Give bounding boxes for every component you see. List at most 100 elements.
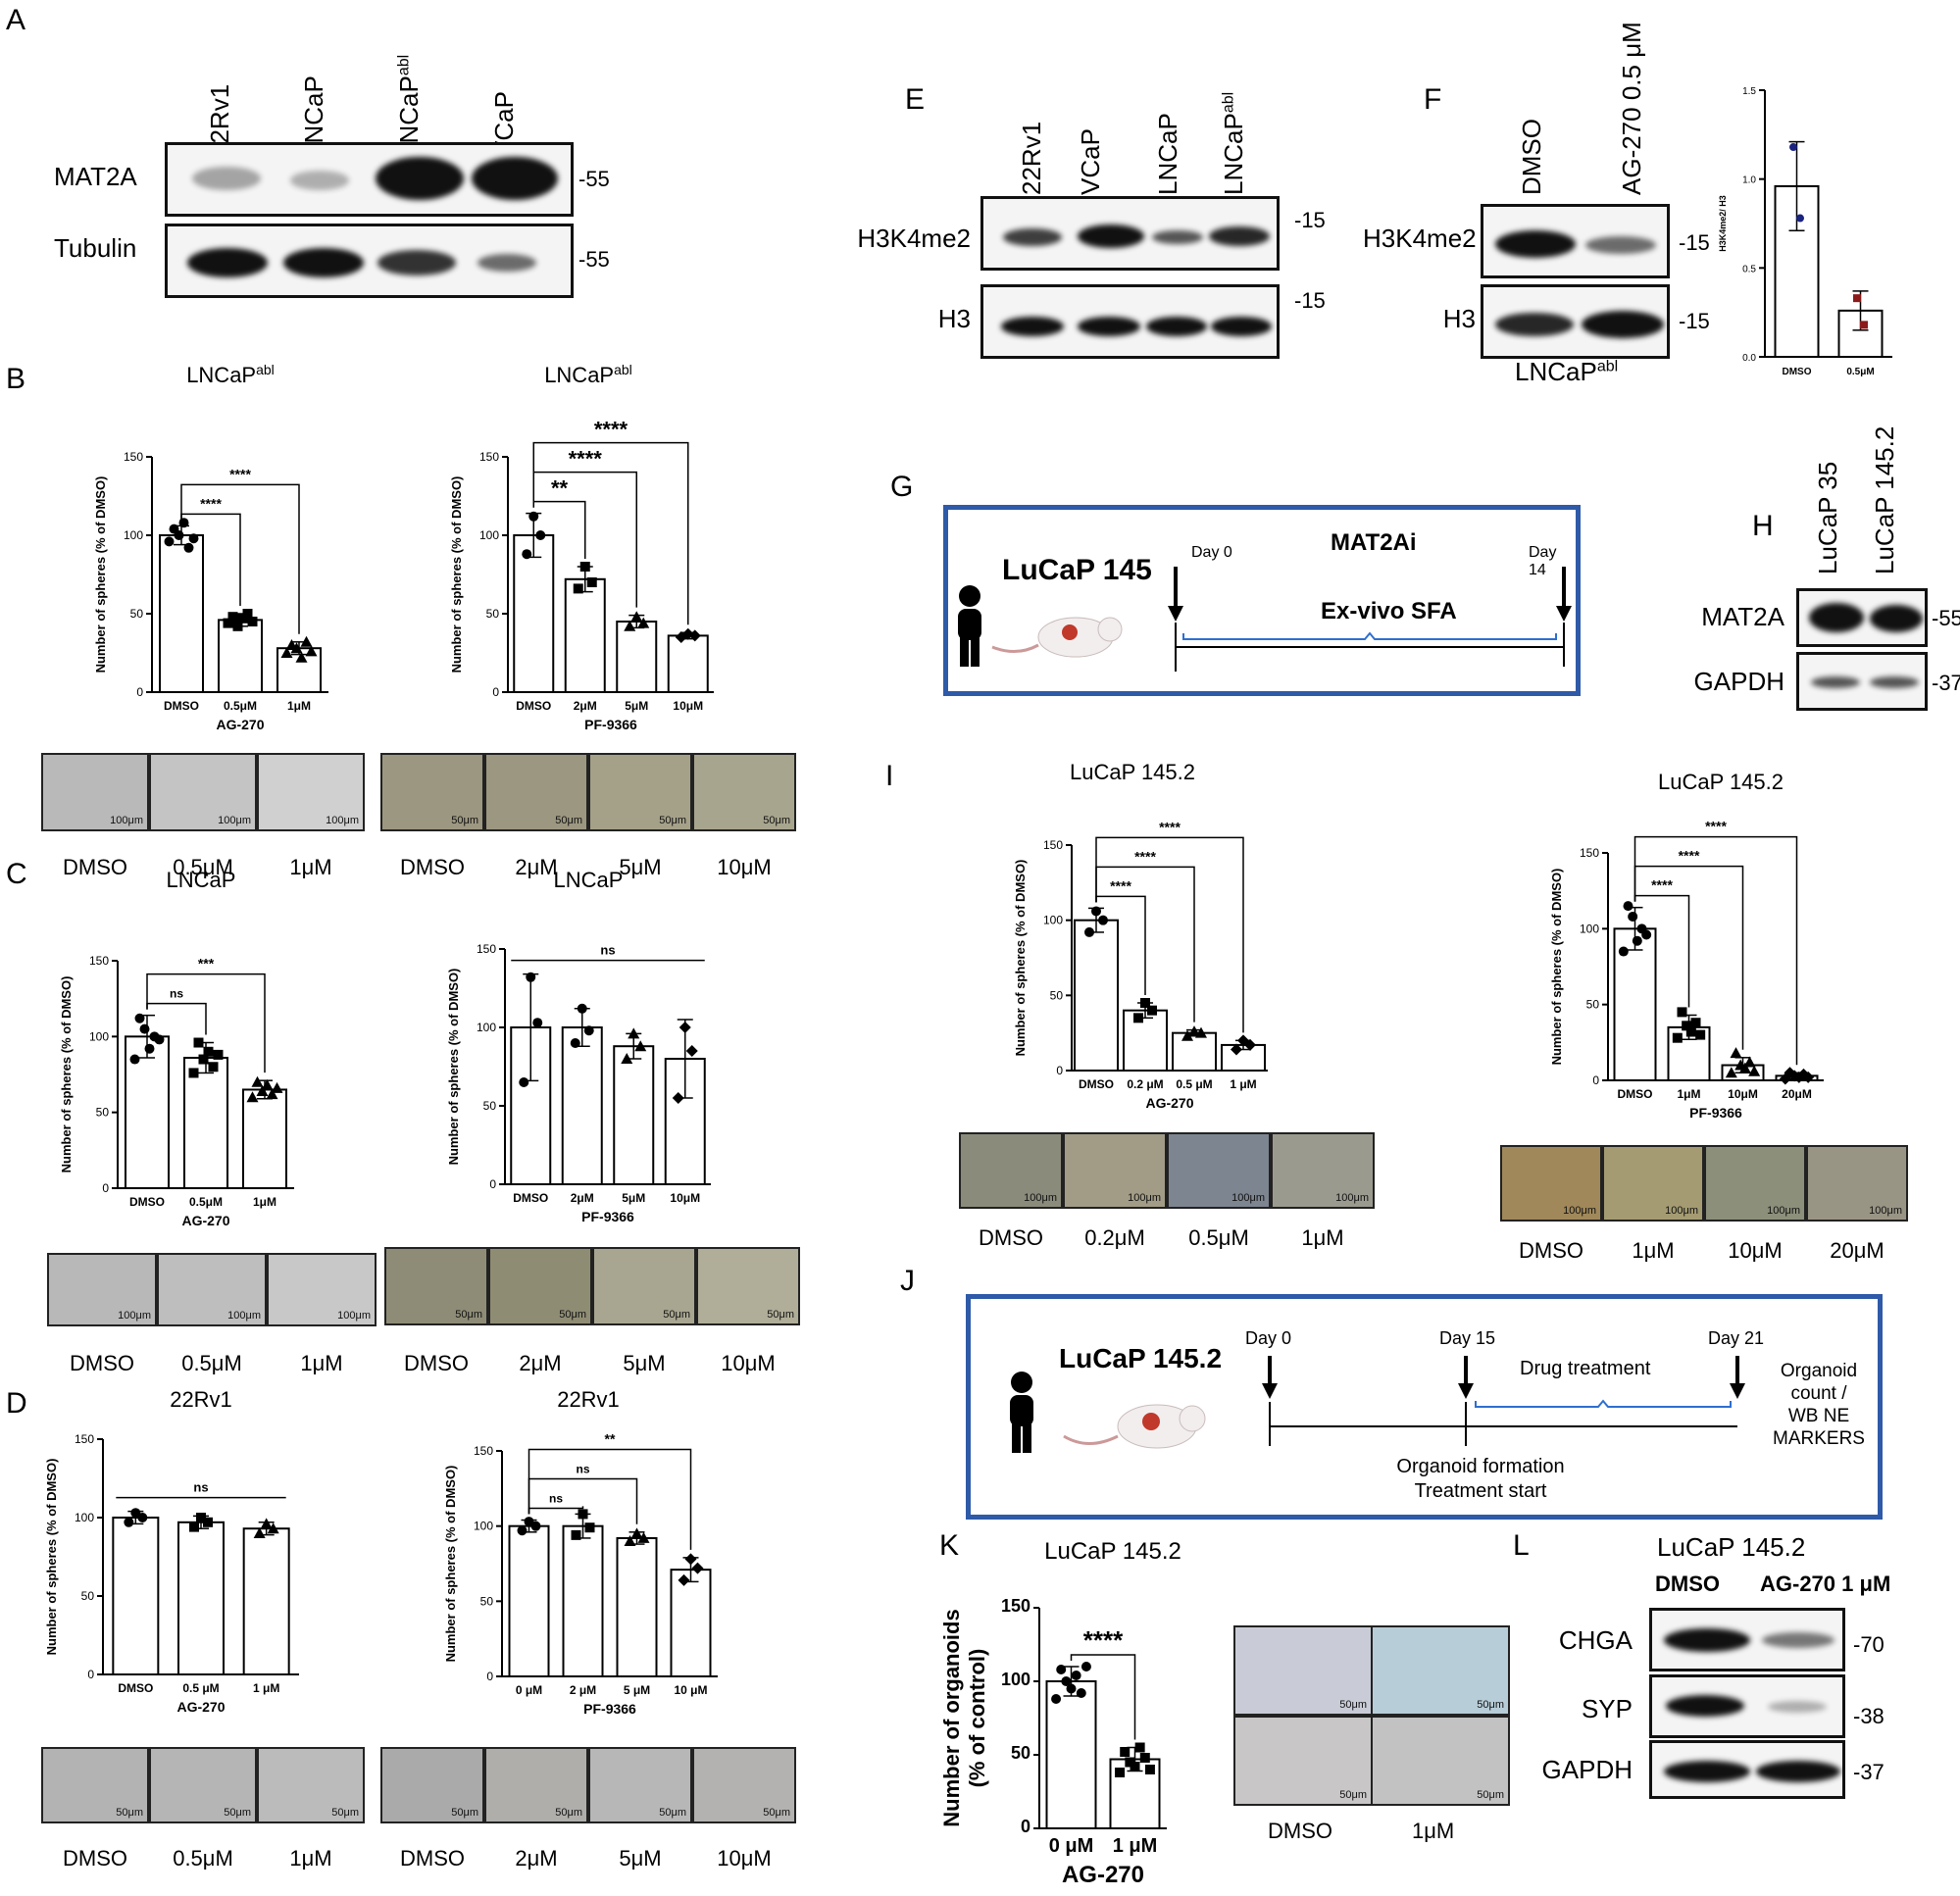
micrograph-label: 2μM [519, 1351, 562, 1375]
chart-title: 22Rv1 [557, 1387, 620, 1412]
panel-label-k: K [939, 1529, 960, 1562]
day-21-label: Day 21 [1708, 1328, 1765, 1348]
x-tick-label: 10μM [1728, 1087, 1758, 1101]
micrograph-label: 1μM [289, 1846, 332, 1871]
data-point [1066, 1683, 1077, 1694]
data-point [628, 1027, 640, 1039]
bar [670, 1569, 712, 1677]
data-point [1115, 1768, 1126, 1777]
person-icon [958, 585, 981, 667]
data-point [129, 1054, 140, 1065]
x-tick-label: 0 μM [1049, 1835, 1094, 1857]
significance-label: **** [594, 418, 628, 442]
significance-label: **** [200, 495, 222, 511]
data-point [586, 577, 597, 587]
y-tick-label: 150 [479, 450, 499, 464]
blot-gapdh-l [1649, 1740, 1845, 1799]
data-point [1641, 929, 1652, 940]
data-point [1188, 1025, 1200, 1037]
lane-label: AG-270 1 μM [1760, 1572, 1891, 1596]
data-point [232, 621, 243, 631]
data-point [1120, 1747, 1131, 1757]
data-point [130, 1508, 141, 1519]
y-tick-label: 150 [477, 942, 496, 956]
panel-label-f: F [1424, 83, 1442, 116]
model-name: LuCaP 145 [1002, 554, 1152, 586]
micrograph: 50μm [484, 1747, 588, 1823]
chart-title: 22Rv1 [170, 1387, 232, 1412]
significance-label: **** [229, 466, 251, 481]
data-point [267, 1522, 279, 1534]
data-point [246, 1091, 259, 1103]
significance-label: ns [600, 943, 615, 958]
micrograph-label: 0.5μM [181, 1351, 242, 1375]
bar [177, 1521, 225, 1676]
bar [564, 577, 606, 693]
row-label: GAPDH [1541, 1755, 1633, 1784]
micrograph: 100μm [1500, 1145, 1602, 1222]
micrograph: 100μm [47, 1253, 157, 1326]
data-point [1743, 1056, 1756, 1068]
data-point [242, 609, 253, 619]
data-point [188, 1068, 199, 1078]
data-point [691, 1562, 704, 1574]
y-tick-label: 50 [1586, 998, 1600, 1012]
data-point [1134, 1742, 1145, 1753]
bar [1045, 1680, 1097, 1829]
micrograph: 50μm [488, 1247, 592, 1325]
data-point [571, 1529, 581, 1540]
blot-mat2a-h [1796, 588, 1928, 647]
blot-tubulin [165, 224, 574, 298]
micrograph: 100μm [1063, 1132, 1167, 1209]
y-tick-label: 0 [486, 1670, 493, 1683]
data-point [213, 1049, 224, 1060]
data-point [1628, 911, 1638, 922]
data-point [1853, 294, 1861, 303]
data-point [134, 1013, 145, 1023]
y-tick-label: 1.5 [1742, 86, 1756, 97]
x-tick-label: 1 μM [1113, 1835, 1158, 1857]
bar [508, 1524, 550, 1677]
data-point [1690, 1018, 1701, 1028]
data-point [183, 542, 194, 553]
y-tick-label: 100 [75, 1511, 94, 1524]
y-tick-label: 150 [75, 1432, 94, 1446]
micrograph: 100μm [267, 1253, 377, 1326]
micrograph-label: 10μM [721, 1351, 776, 1375]
bar [561, 1026, 603, 1185]
row-label: Tubulin [54, 233, 137, 263]
blot-syp [1649, 1674, 1845, 1738]
blot-title: LuCaP 145.2 [1657, 1532, 1806, 1562]
data-point [253, 1527, 266, 1538]
chart-title: LuCaP 145.2 [1070, 760, 1195, 784]
row-label: H3 [1442, 304, 1476, 333]
data-point [1139, 1753, 1150, 1763]
data-point [684, 1553, 697, 1566]
significance-bracket [528, 1448, 692, 1550]
day-0-label: Day 0 [1191, 544, 1232, 561]
data-point [1076, 1688, 1086, 1698]
x-tick-label: DMSO [118, 1681, 153, 1695]
micrograph: 50μm [384, 1247, 488, 1325]
data-point [256, 1085, 269, 1097]
y-tick-label: 50 [486, 607, 500, 621]
y-tick-label: 0.5 [1742, 264, 1756, 274]
panel-j-schematic: LuCaP 145.2 Day 0 Day 15 Day 21 Drug tre… [966, 1294, 1883, 1520]
micrograph: 100μm [157, 1253, 267, 1326]
data-point [1084, 926, 1094, 937]
data-point [1685, 1026, 1696, 1037]
data-point [1672, 1032, 1683, 1043]
cell-line-label: LNCaPabl [1515, 357, 1619, 386]
data-point [260, 1518, 273, 1529]
lane-label: DMSO [1655, 1572, 1720, 1596]
panel-label-a: A [6, 4, 26, 36]
y-tick-label: 100 [479, 528, 499, 542]
blot-chga [1649, 1608, 1845, 1671]
data-point [1130, 1762, 1140, 1771]
significance-bracket [180, 483, 300, 634]
significance-label: **** [1134, 848, 1156, 864]
y-tick-label: 150 [1580, 846, 1599, 860]
